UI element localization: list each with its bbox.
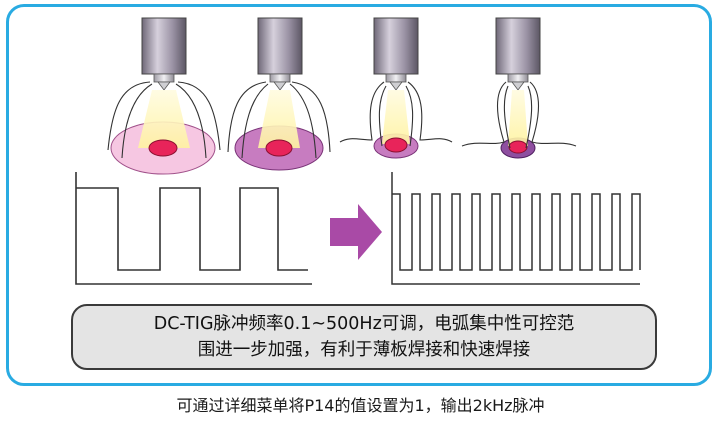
arc-cone-icon [138,90,190,148]
tig-torch-icon [257,17,303,75]
torch-3 [339,17,453,159]
shield-gas-lines [461,81,577,149]
electrode-tip [511,81,525,91]
weld-spot [508,140,528,154]
torch-collar [269,73,291,83]
arc-cone-icon [508,90,528,146]
shield-gas-lines [107,81,221,159]
arc-cone-icon [258,90,300,148]
waveform-axes [391,172,640,285]
shield-gas-lines [339,81,453,147]
tig-torch-icon [141,17,187,75]
electrode-tip [157,81,171,91]
pulse-train-high [392,193,641,271]
weld-spot [265,139,293,157]
callout-line-1: DC-TIG脉冲频率0.1~500Hz可调，电弧集中性可控范 [153,314,575,334]
low-frequency-waveform [75,172,312,285]
right-arrow-icon [330,204,382,260]
tig-torch-icon [495,17,541,75]
electrode-tip [273,81,287,91]
shield-gas-lines [227,81,331,159]
tig-torch-icon [373,17,419,75]
waveform-axes [75,172,312,285]
pulse-train-low [76,187,308,271]
weld-spot [148,139,178,157]
torch-2 [227,17,331,171]
description-callout: DC-TIG脉冲频率0.1~500Hz可调，电弧集中性可控范 围进一步加强，有利… [71,304,657,370]
torch-collar [385,73,407,83]
torch-4 [461,17,577,159]
electrode-tip [389,81,403,91]
figure-caption: 可通过详细菜单将P14的值设置为1，输出2kHz脉冲 [176,396,545,415]
torch-collar [507,73,529,83]
callout-line-2: 围进一步加强，有利于薄板焊接和快速焊接 [197,340,531,360]
torch-collar [153,73,175,83]
arc-cone-icon [382,90,410,144]
weld-spot [384,137,408,153]
high-frequency-waveform [391,172,641,285]
torch-1 [107,17,221,175]
